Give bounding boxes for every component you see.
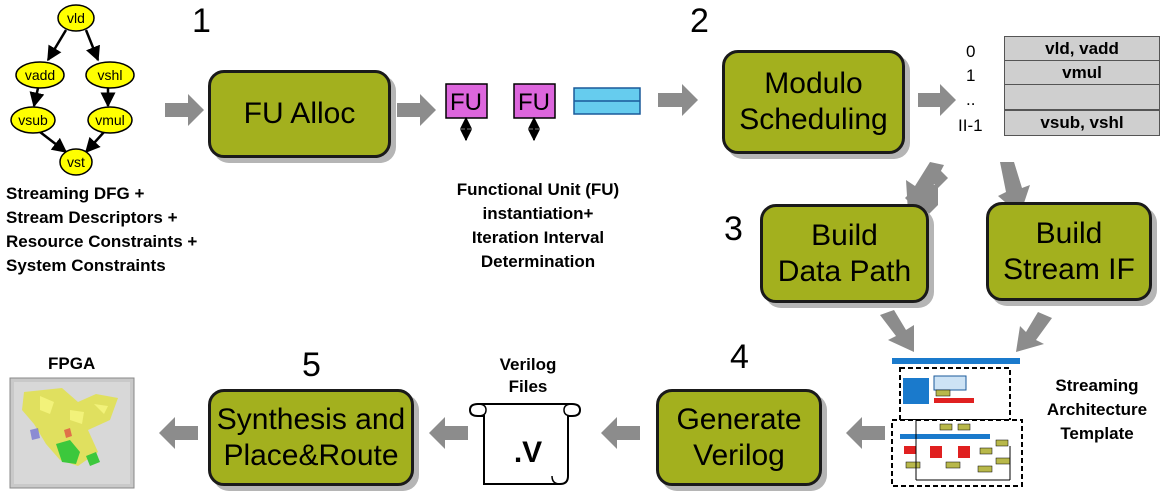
fpga-title: FPGA — [48, 354, 96, 373]
template-caption-line: Template — [1060, 424, 1134, 443]
arrow-modulo-to-schedule — [918, 84, 956, 116]
schedule-row-3: vsub, vshl — [1004, 110, 1160, 136]
dfg-node-vshl: vshl — [85, 61, 135, 89]
schedule-index-1: 1 — [966, 66, 976, 85]
schedule-index-3: II-1 — [958, 116, 983, 135]
schedule-row-2 — [1004, 84, 1160, 110]
schedule-index-0: 0 — [966, 42, 976, 61]
step-number-2: 2 — [690, 2, 709, 40]
verilog-files-title: Verilog Files — [480, 354, 576, 398]
arrow-fu-to-modulo — [658, 84, 698, 116]
dfg-node-vadd-label: vadd — [25, 67, 55, 83]
arrow-streamif-to-template — [1016, 312, 1052, 352]
dfg-caption-line: Resource Constraints + — [6, 232, 198, 251]
verilog-files-title-line: Verilog — [499, 355, 557, 374]
dfg-node-vst-label: vst — [67, 154, 85, 170]
template-caption-line: Streaming — [1055, 376, 1139, 395]
template-caption: Streaming Architecture Template — [1026, 374, 1168, 446]
stream-buffer — [573, 87, 641, 115]
arrow-to-datapath — [906, 162, 944, 212]
architecture-template-graphic — [891, 358, 1023, 487]
fu-unit-1: FU — [445, 83, 488, 142]
dfg-caption: Streaming DFG + Stream Descriptors + Res… — [6, 182, 197, 278]
build-stream-if-box: Build Stream IF — [986, 202, 1152, 301]
generate-verilog-box: Generate Verilog — [656, 389, 822, 486]
dfg-node-vmul: vmul — [87, 106, 133, 134]
dfg-caption-line: Streaming DFG + — [6, 184, 145, 203]
schedule-row-1: vmul — [1004, 60, 1160, 86]
arrow-fualloc-to-fu — [397, 94, 436, 126]
fu-caption: Functional Unit (FU) instantiation+ Iter… — [428, 178, 648, 274]
verilog-files-title-line: Files — [508, 377, 548, 396]
dfg-node-vsub: vsub — [10, 106, 56, 134]
arrow-synthesis-to-fpga — [159, 417, 198, 449]
flow-arrows — [159, 84, 1052, 449]
fu-unit-2-label: FU — [518, 89, 550, 116]
modulo-scheduling-box: Modulo Scheduling — [722, 50, 905, 154]
dfg-node-vld-label: vld — [67, 10, 85, 26]
dfg-node-vld: vld — [57, 4, 95, 32]
arrow-verilog-to-files — [601, 417, 640, 449]
schedule-row-0: vld, vadd — [1004, 36, 1160, 62]
fu-caption-line: Functional Unit (FU) — [456, 180, 620, 199]
fu-unit-1-label: FU — [450, 89, 482, 116]
schedule-index-2: .. — [966, 90, 976, 109]
fu-alloc-box: FU Alloc — [208, 70, 391, 158]
fu-caption-line: Iteration Interval — [471, 228, 605, 247]
arrow-to-streamif — [998, 162, 1030, 215]
dfg-node-vmul-label: vmul — [95, 112, 125, 128]
arrow-dfg-to-fualloc — [165, 94, 204, 126]
step-number-1: 1 — [192, 2, 211, 40]
dfg-caption-line: Stream Descriptors + — [6, 208, 178, 227]
synthesis-place-route-box: Synthesis and Place&Route — [208, 389, 414, 486]
arrow-template-to-verilog — [846, 417, 885, 449]
arrow-files-to-synthesis — [429, 417, 468, 449]
dfg-node-vadd: vadd — [15, 61, 65, 89]
fpga-image — [9, 377, 135, 489]
dfg-node-vst: vst — [59, 148, 93, 176]
template-caption-line: Architecture — [1046, 400, 1148, 419]
dfg-edges — [29, 29, 116, 154]
step-number-5: 5 — [302, 346, 321, 384]
fu-caption-line: instantiation+ — [482, 204, 594, 223]
step-number-3: 3 — [724, 210, 743, 248]
fu-caption-line: Determination — [480, 252, 596, 271]
step-number-4: 4 — [730, 338, 749, 376]
dfg-caption-line: System Constraints — [6, 256, 166, 275]
verilog-file-extension: .V — [513, 436, 543, 469]
arrow-datapath-to-template — [880, 310, 914, 352]
dfg-node-vsub-label: vsub — [18, 112, 48, 128]
verilog-scroll — [468, 403, 582, 485]
dfg-node-vshl-label: vshl — [98, 67, 123, 83]
fu-unit-2: FU — [513, 83, 556, 142]
build-data-path-box: Build Data Path — [760, 204, 929, 303]
